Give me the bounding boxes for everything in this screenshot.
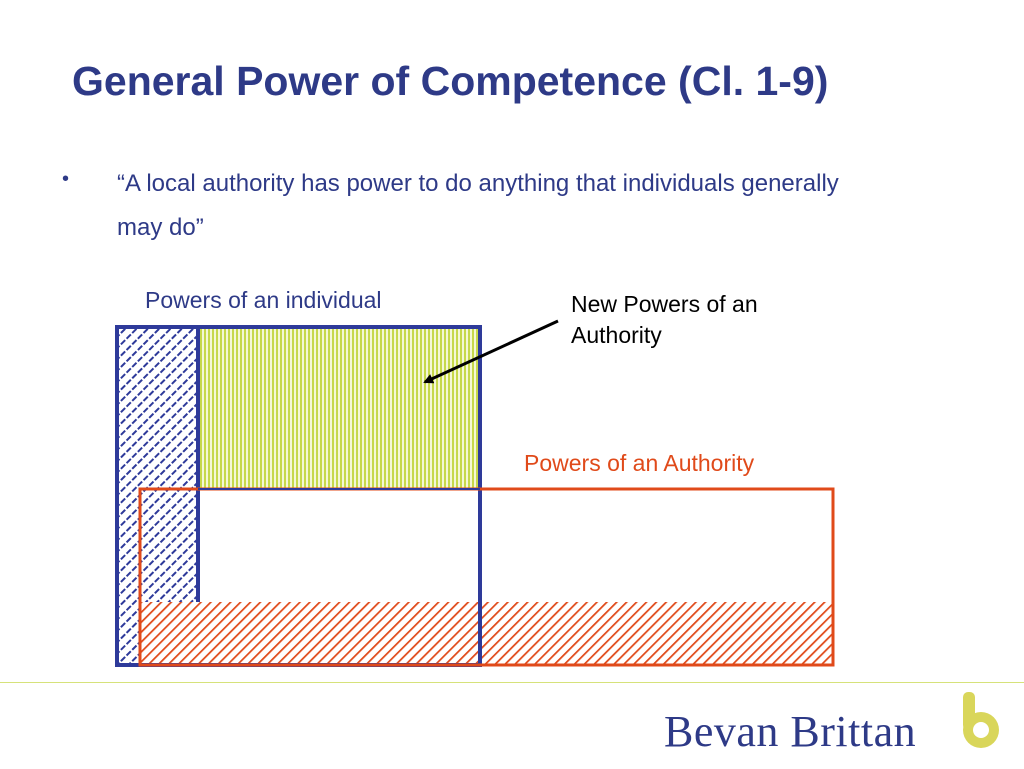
authority-box [138,487,835,667]
authority-hatched-strip [140,602,833,665]
new-powers-region [198,327,480,489]
new-powers-label: New Powers of an Authority [571,291,758,348]
bevan-brittan-logo-icon [963,692,999,748]
authority-label: Powers of an Authority [524,450,755,476]
bullet-marker: • [62,168,70,190]
slide-title: General Power of Competence (Cl. 1-9) [72,58,829,104]
footer-bar [0,682,1024,769]
new-powers-arrow [423,319,559,384]
individual-label: Powers of an individual [145,287,382,313]
powers-diagram [115,319,835,667]
bullet-text: “A local authority has power to do anyth… [117,170,839,241]
brand-name: Bevan Brittan [664,707,917,756]
